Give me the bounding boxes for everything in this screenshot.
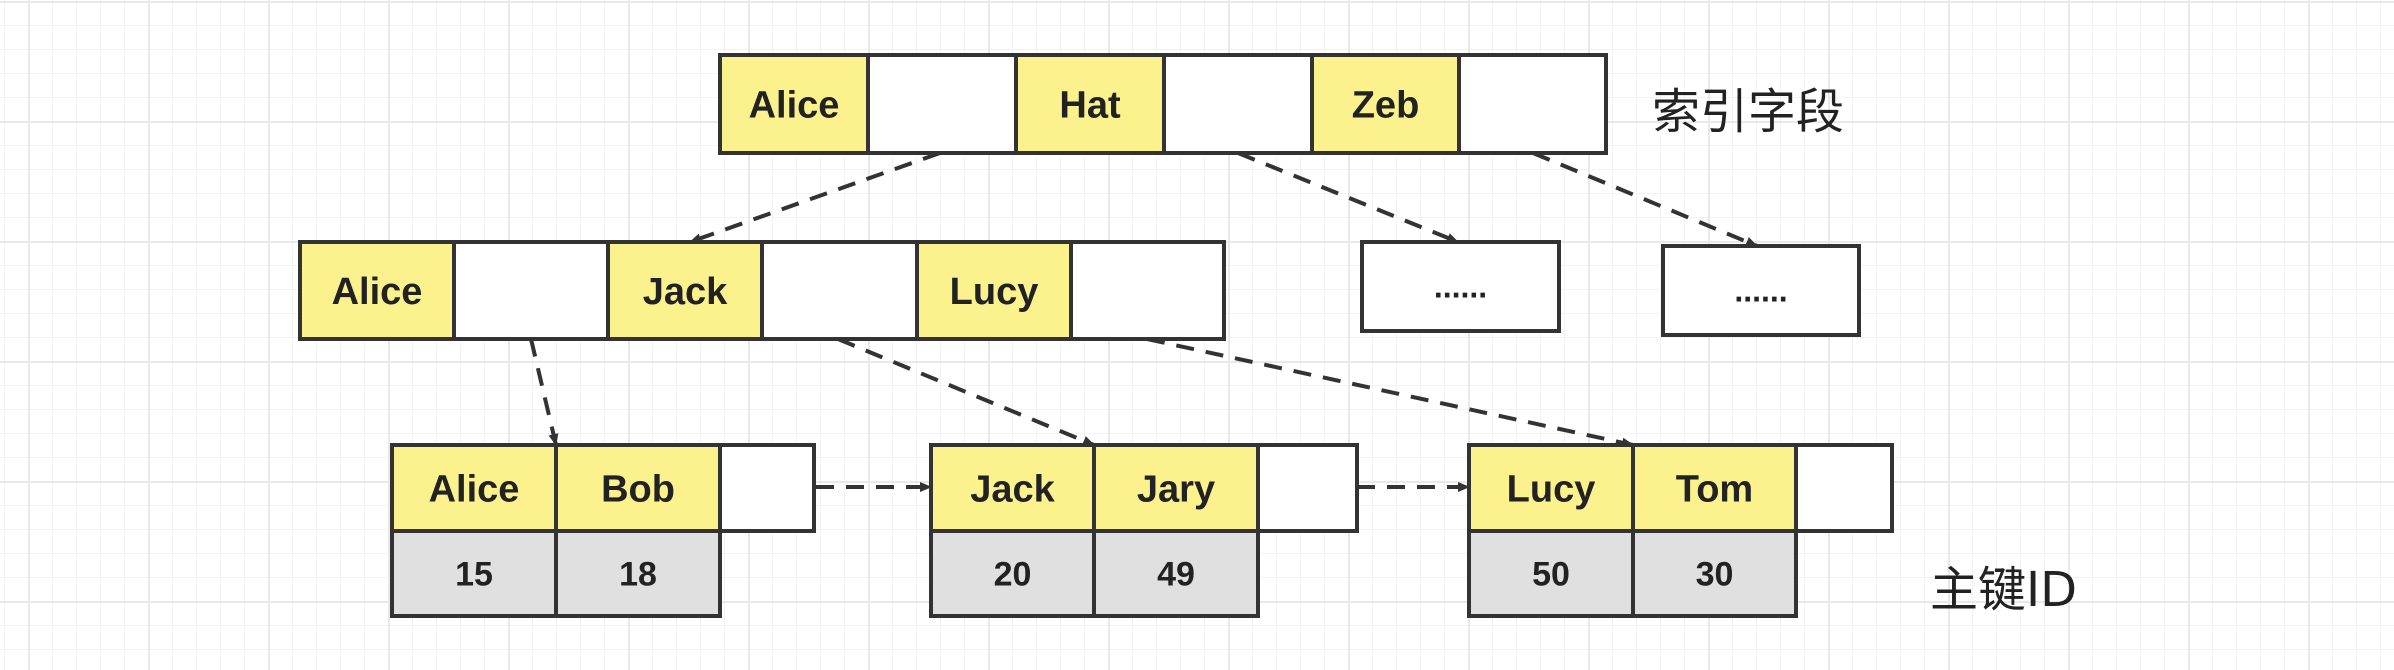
placeholder-node-2-text: ......: [1734, 273, 1787, 309]
root-key-alice: Alice: [718, 53, 870, 155]
leaf-3-key-lucy-text: Lucy: [1507, 468, 1596, 510]
leaf-2-id-49-text: 49: [1157, 555, 1195, 593]
arrow-internal-to-leaf-1: [529, 338, 559, 446]
leaf-1-key-alice: Alice: [390, 443, 558, 533]
internal-pointer-1: [452, 240, 610, 341]
internal-key-alice-text: Alice: [332, 271, 423, 313]
primary-key-id-label: 主键ID: [1930, 562, 2078, 618]
pointer-arrows: [529, 151, 1758, 492]
placeholder-node-1: ......: [1360, 240, 1561, 333]
leaf-1-id-18: 18: [554, 529, 722, 618]
arrow-root-to-placeholder-1: [1237, 151, 1459, 244]
root-pointer-1: [866, 53, 1018, 155]
internal-key-jack: Jack: [606, 240, 764, 341]
leaf-3-key-lucy: Lucy: [1467, 443, 1635, 533]
root-key-zeb-text: Zeb: [1352, 84, 1420, 126]
leaf-1-id-15-text: 15: [455, 555, 493, 593]
leaf-2-id-49: 49: [1092, 529, 1260, 618]
placeholder-node-2: ......: [1661, 244, 1861, 337]
leaf-2-key-jary-text: Jary: [1137, 468, 1215, 510]
leaf-2-next-pointer: [1256, 443, 1359, 533]
internal-key-lucy-text: Lucy: [950, 271, 1039, 313]
leaf-3-id-50-text: 50: [1532, 555, 1570, 593]
leaf-3-key-tom-text: Tom: [1676, 468, 1753, 510]
leaf-1-key-bob-text: Bob: [601, 468, 675, 510]
leaf-2-key-jack: Jack: [929, 443, 1096, 533]
internal-key-alice: Alice: [298, 240, 456, 341]
arrow-root-to-internal: [689, 151, 941, 244]
leaf-1-key-bob: Bob: [554, 443, 722, 533]
leaf-3-id-50: 50: [1467, 529, 1635, 618]
leaf-1-id-15: 15: [390, 529, 558, 618]
internal-key-jack-text: Jack: [643, 271, 728, 313]
root-key-hat: Hat: [1014, 53, 1166, 155]
index-field-label: 索引字段: [1652, 84, 1845, 140]
root-key-alice-text: Alice: [749, 84, 840, 126]
internal-pointer-3: [1069, 240, 1226, 341]
leaf-2-id-20: 20: [929, 529, 1096, 618]
arrow-internal-to-leaf-3: [1146, 337, 1634, 448]
leaf-1-key-alice-text: Alice: [429, 468, 520, 510]
arrow-internal-to-leaf-2: [837, 337, 1095, 447]
leaf-2-key-jack-text: Jack: [970, 468, 1055, 510]
internal-pointer-2: [760, 240, 919, 341]
root-pointer-3: [1457, 53, 1608, 155]
leaf-3-id-30: 30: [1631, 529, 1798, 618]
leaf-3-id-30-text: 30: [1696, 555, 1734, 593]
leaf-3-key-tom: Tom: [1631, 443, 1798, 533]
leaf-2-key-jary: Jary: [1092, 443, 1260, 533]
root-pointer-2: [1162, 53, 1314, 155]
leaf-1-next-pointer: [718, 443, 816, 533]
internal-key-lucy: Lucy: [915, 240, 1073, 341]
placeholder-node-1-text: ......: [1434, 269, 1487, 305]
leaf-1-id-18-text: 18: [619, 555, 657, 593]
leaf-3-next-pointer: [1794, 443, 1894, 533]
arrow-root-to-placeholder-2: [1532, 151, 1758, 248]
root-key-hat-text: Hat: [1059, 84, 1121, 126]
leaf-2-id-20-text: 20: [994, 555, 1032, 593]
root-key-zeb: Zeb: [1310, 53, 1461, 155]
